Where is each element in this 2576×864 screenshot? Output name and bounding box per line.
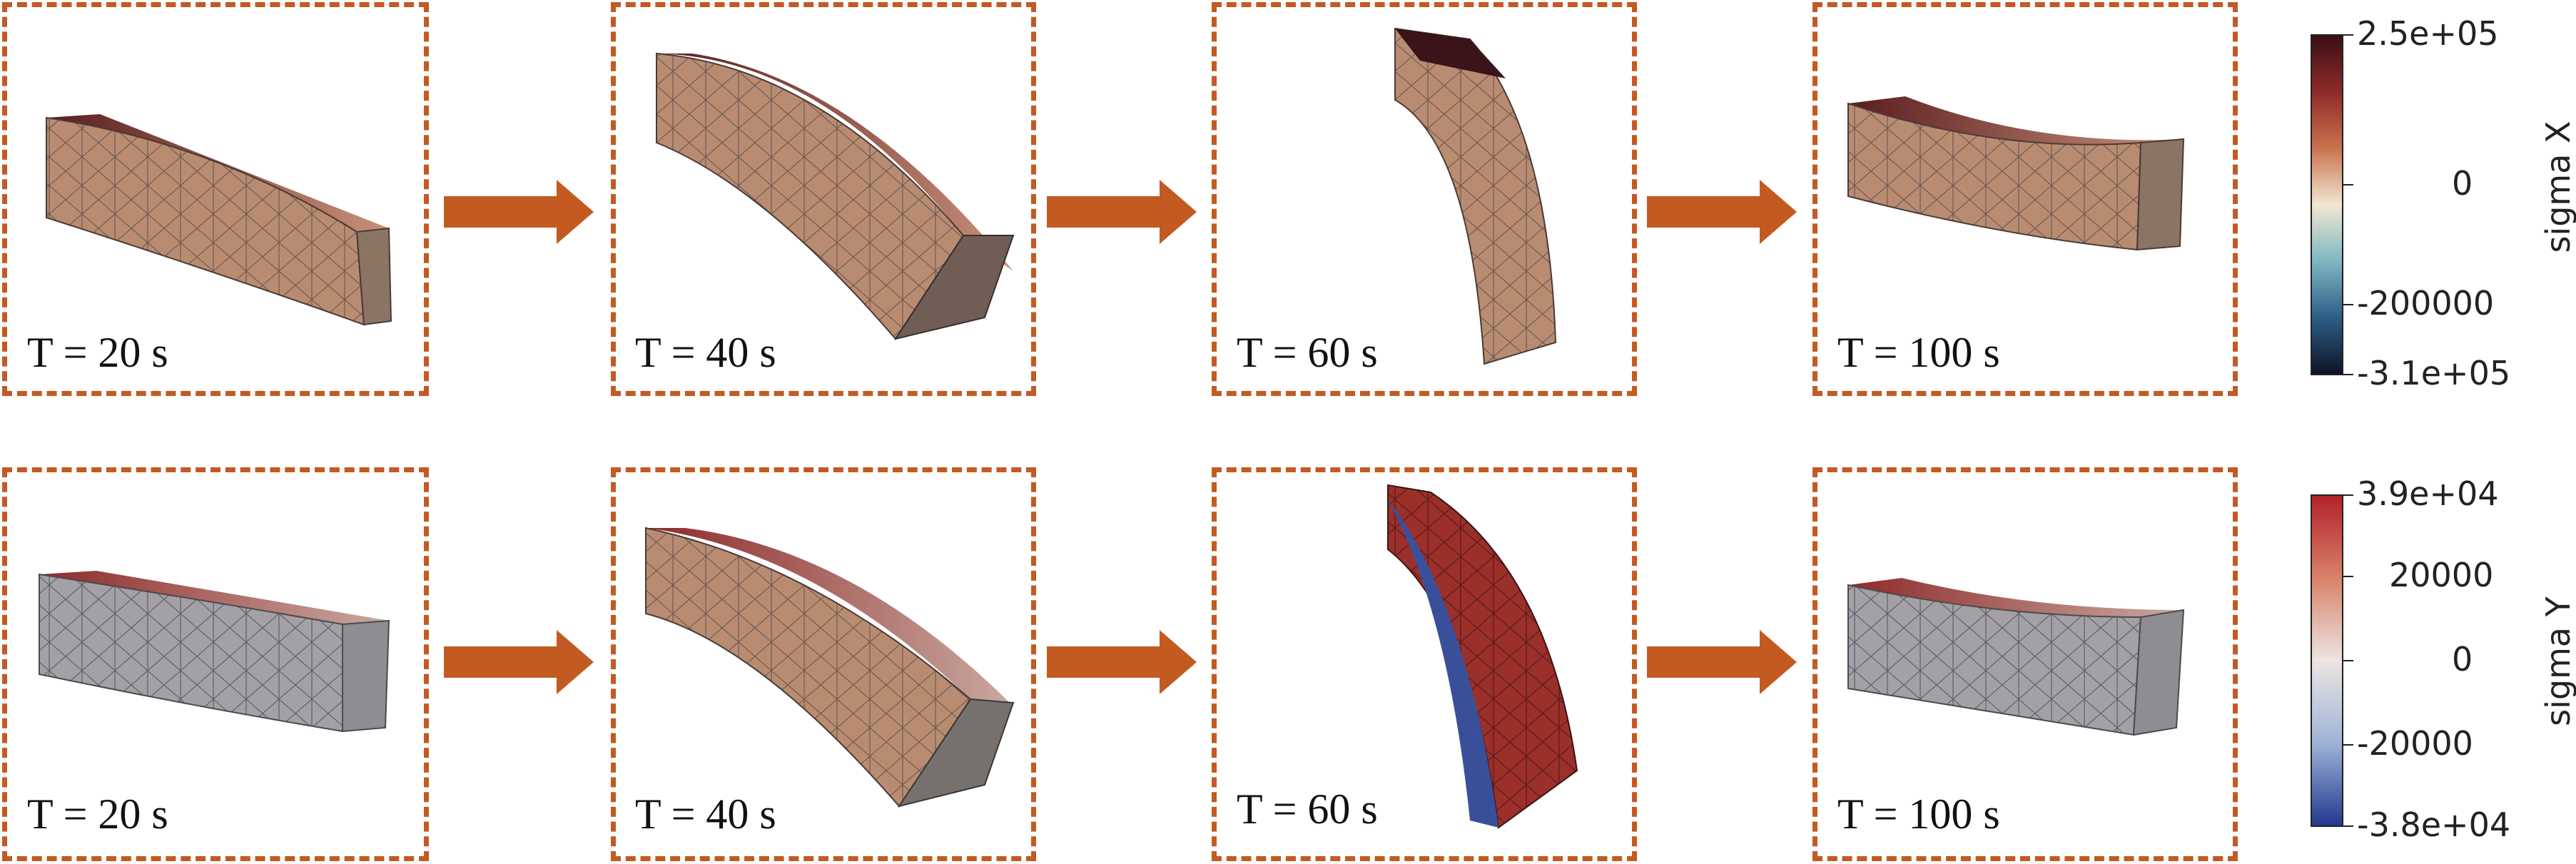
time-label-r1-4: T = 100 s bbox=[1837, 329, 2000, 376]
time-label-r2-1: T = 20 s bbox=[27, 791, 168, 838]
arrow-r1-1 bbox=[444, 180, 594, 244]
tickmark-y-2 bbox=[2343, 660, 2353, 661]
arrows-row2 bbox=[444, 630, 1797, 694]
time-label-r1-3: T = 60 s bbox=[1237, 329, 1378, 376]
tickmark-x-3 bbox=[2343, 374, 2353, 375]
beam-r2-p1 bbox=[39, 571, 390, 733]
tickmark-x-0 bbox=[2343, 34, 2353, 36]
tickmark-x-1 bbox=[2343, 184, 2353, 185]
arrow-r2-3 bbox=[1647, 630, 1797, 694]
tickmark-y-3 bbox=[2343, 744, 2353, 746]
beam-r1-p3 bbox=[1394, 27, 1557, 365]
time-label-r1-1: T = 20 s bbox=[27, 329, 168, 376]
arrows-row1 bbox=[444, 180, 1797, 244]
tick-label-x-3: -3.1e+05 bbox=[2357, 354, 2511, 392]
beam-r2-p3 bbox=[1387, 484, 1578, 829]
colorbar-sigma-x bbox=[2311, 34, 2343, 375]
tickmark-x-2 bbox=[2343, 304, 2353, 305]
tick-label-x-0: 2.5e+05 bbox=[2357, 14, 2499, 53]
tickmark-y-0 bbox=[2343, 494, 2353, 496]
arrow-r1-3 bbox=[1647, 180, 1797, 244]
arrow-r1-2 bbox=[1047, 180, 1197, 244]
tick-label-x-2: -200000 bbox=[2357, 284, 2495, 322]
panel-frame-r1-1 bbox=[2, 2, 429, 396]
tickmark-y-4 bbox=[2343, 825, 2353, 827]
tick-label-y-0: 3.9e+04 bbox=[2357, 474, 2499, 513]
beam-r1-p2 bbox=[656, 52, 1015, 340]
time-label-r2-2: T = 40 s bbox=[635, 791, 776, 838]
tickmark-y-1 bbox=[2343, 576, 2353, 577]
beam-r2-p2 bbox=[645, 527, 1015, 808]
arrow-r2-1 bbox=[444, 630, 594, 694]
panel-frame-r1-4 bbox=[1812, 2, 2238, 396]
panel-frame-r1-3 bbox=[1212, 2, 1637, 396]
tick-label-y-3: -20000 bbox=[2357, 724, 2473, 763]
tick-label-y-4: -3.8e+04 bbox=[2357, 805, 2511, 844]
time-label-r1-2: T = 40 s bbox=[635, 329, 776, 376]
panel-frame-r2-1 bbox=[2, 467, 429, 861]
time-label-r2-4: T = 100 s bbox=[1837, 791, 2000, 838]
time-label-r2-3: T = 60 s bbox=[1237, 786, 1378, 833]
beam-r1-p1 bbox=[46, 114, 392, 326]
beam-r1-p4 bbox=[1847, 96, 2185, 251]
colorbar-title-sigma-y: sigma Y bbox=[2539, 596, 2576, 726]
tick-label-x-1: 0 bbox=[2452, 164, 2473, 203]
panel-frame-r2-4 bbox=[1812, 467, 2238, 861]
beam-r2-p4 bbox=[1847, 578, 2185, 736]
arrow-r2-2 bbox=[1047, 630, 1197, 694]
panel-frame-r2-2 bbox=[611, 467, 1036, 861]
tick-label-y-2: 0 bbox=[2452, 640, 2473, 679]
colorbar-title-sigma-x: sigma X bbox=[2539, 121, 2576, 253]
colorbar-sigma-y bbox=[2311, 494, 2343, 827]
panel-frame-r2-3 bbox=[1212, 467, 1637, 861]
tick-label-y-1: 20000 bbox=[2389, 556, 2494, 594]
panel-frame-r1-2 bbox=[611, 2, 1036, 396]
